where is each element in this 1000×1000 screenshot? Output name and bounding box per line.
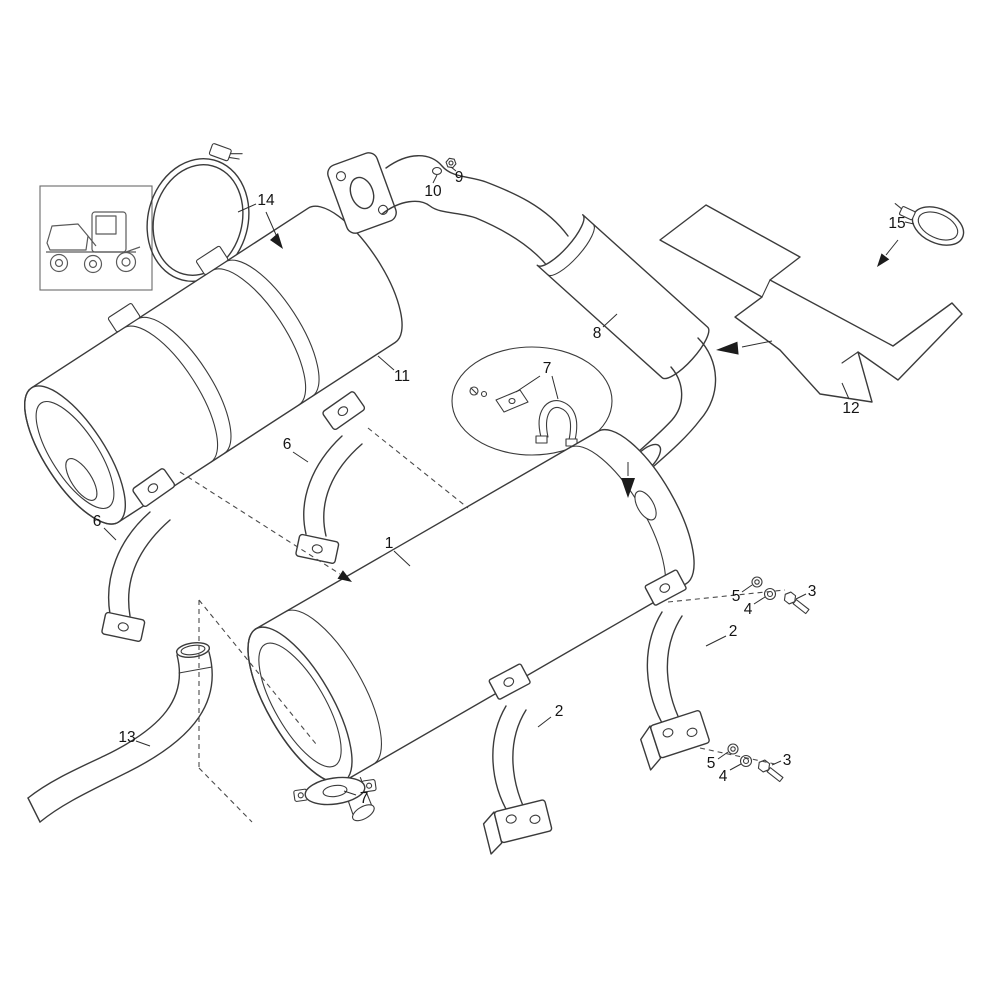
fastener-set-upper [751,576,810,615]
callout-7a: 7 [543,360,552,377]
arrow-stack [337,570,352,582]
muffler-secondary [23,205,403,525]
band-clamp-tab [107,303,141,333]
callout-10: 10 [424,183,442,200]
callout-4b: 4 [719,768,728,785]
u-bolt [538,400,578,441]
hex-bolt [783,591,810,615]
callout-14: 14 [257,192,275,209]
part-callouts: 14 10 9 15 8 11 12 7 6 6 1 5 4 3 2 13 7 … [93,169,906,807]
muffler-main [247,428,695,822]
arrow-clamp-to-muffler [265,211,278,238]
fastener-set-lower [727,743,784,783]
clamp-screw [894,203,916,221]
exhaust-flange [327,152,397,234]
arrow-shield-to-pipe [741,340,773,348]
callout-13: 13 [118,729,135,746]
flange-nut [445,157,457,169]
detail-bracket [495,389,529,413]
callout-6a: 6 [283,436,292,453]
assembly-guide-lines [179,427,786,823]
callout-3a: 3 [808,583,817,600]
callout-5b: 5 [707,755,716,772]
lock-washer [763,587,777,601]
clamp-screw [208,143,243,162]
lock-washer [739,754,753,768]
callout-7b: 7 [360,790,369,807]
washer [751,576,763,588]
hex-bolt [757,759,784,783]
strap-bracket-left [101,468,176,642]
washer [727,743,739,755]
callout-2a: 2 [729,623,738,640]
band-clamp-tab [195,245,229,275]
resonator-body [536,214,710,380]
assembly-arrows [265,211,899,582]
inlet-flange-clamp [293,776,377,806]
heat-shield [659,204,963,403]
callout-12: 12 [842,400,859,417]
callout-11: 11 [394,368,410,385]
callout-1: 1 [385,535,394,552]
clamp-ring-small [894,203,965,246]
callout-8: 8 [593,325,602,342]
detail-bubble-clamp [451,346,613,456]
outlet-port [634,490,657,521]
callout-3b: 3 [783,752,792,769]
callout-4a: 4 [744,601,753,618]
callout-2b: 2 [555,703,564,720]
muffler-outlet-hole [65,458,98,501]
tail-pipe [27,641,213,823]
arrow-clamp15 [885,239,899,256]
callout-15: 15 [888,215,905,232]
leader-lines [103,166,915,796]
mount-bracket-right [640,569,710,771]
callout-5a: 5 [732,588,741,605]
callout-9: 9 [455,169,464,186]
flange-washer [431,166,443,176]
mount-bracket-center [482,663,553,855]
clamp-ring-large [146,143,250,282]
vehicle-inset [39,185,153,291]
strap-bracket-upper [295,391,366,564]
callout-6b: 6 [93,513,102,530]
dumper-vehicle-sketch [46,211,141,274]
